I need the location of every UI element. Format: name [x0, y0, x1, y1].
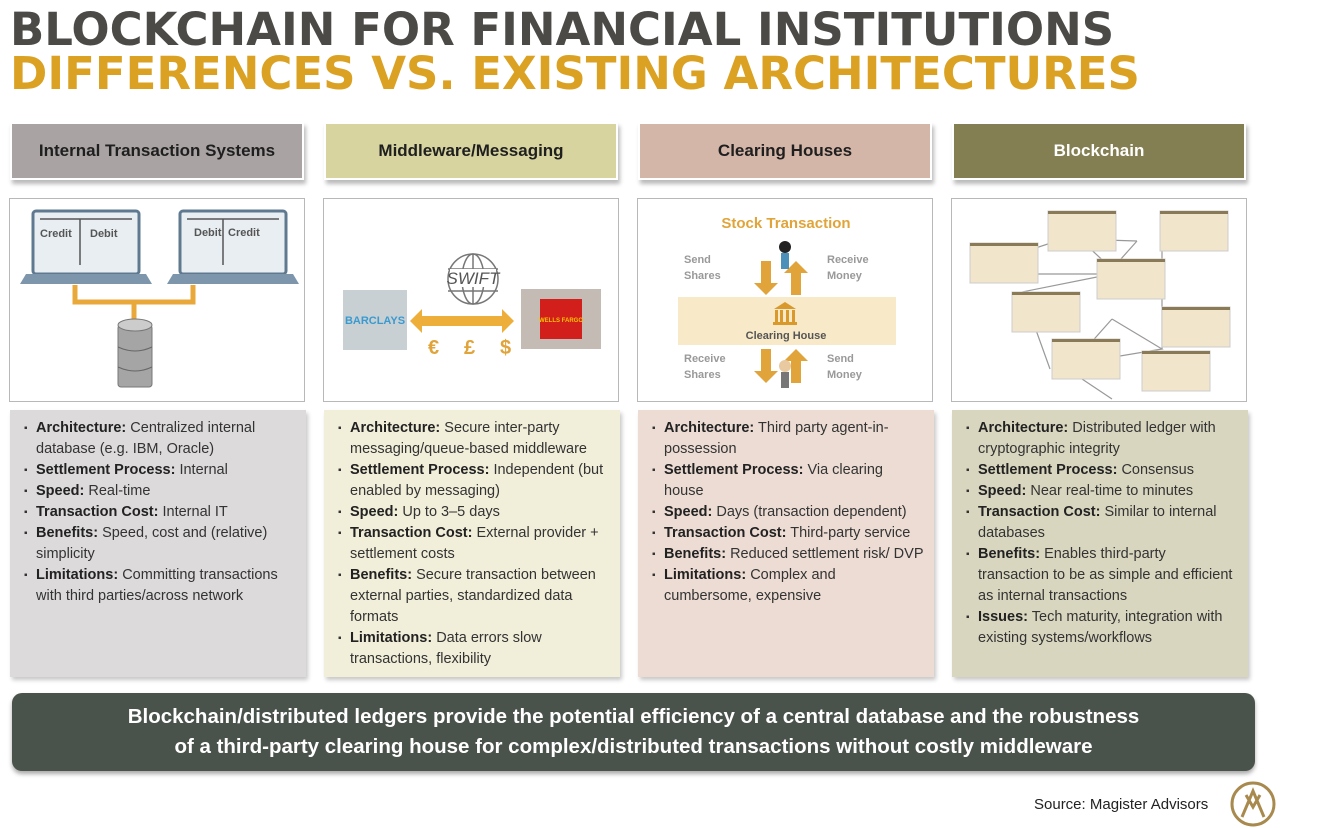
- credit-label: Credit: [40, 228, 72, 240]
- barclays-logo: [343, 290, 407, 350]
- detail-item: Benefits: Secure transaction between ext…: [338, 565, 612, 628]
- detail-item: Transaction Cost: Third-party service: [652, 523, 926, 544]
- pound-icon: £: [464, 337, 475, 359]
- svg-text:Receive: Receive: [827, 254, 869, 266]
- detail-item: Settlement Process: Internal: [24, 460, 298, 481]
- svg-text:Shares: Shares: [684, 369, 721, 381]
- detail-item: Issues: Tech maturity, integration with …: [966, 607, 1240, 649]
- svg-text:Receive: Receive: [684, 353, 726, 365]
- details-internal-systems: Architecture: Centralized internal datab…: [10, 410, 306, 677]
- detail-item: Speed: Real-time: [24, 481, 298, 502]
- detail-item: Limitations: Complex and cumbersome, exp…: [652, 565, 926, 607]
- detail-item: Architecture: Secure inter-party messagi…: [338, 418, 612, 460]
- summary-line-1: Blockchain/distributed ledgers provide t…: [127, 705, 1140, 728]
- header-internal-transaction-systems: Internal Transaction Systems: [10, 122, 304, 180]
- swift-label: SWIFT: [447, 269, 501, 288]
- detail-item: Transaction Cost: External provider + se…: [338, 523, 612, 565]
- detail-item: Limitations: Committing transactions wit…: [24, 565, 298, 607]
- person-icon: [779, 360, 791, 388]
- illustration-distributed-ledger: [951, 198, 1247, 402]
- detail-item: Benefits: Speed, cost and (relative) sim…: [24, 523, 298, 565]
- arrow-icons: [754, 261, 808, 383]
- detail-item: Speed: Days (transaction dependent): [652, 502, 926, 523]
- detail-item: Speed: Near real-time to minutes: [966, 481, 1240, 502]
- svg-text:Shares: Shares: [684, 270, 721, 282]
- source-credit: Source: Magister Advisors: [1034, 796, 1209, 813]
- detail-item: Architecture: Third party agent-in-posse…: [652, 418, 926, 460]
- detail-item: Architecture: Centralized internal datab…: [24, 418, 298, 460]
- detail-item: Benefits: Reduced settlement risk/ DVP: [652, 544, 926, 565]
- title-line-1: BLOCKCHAIN FOR FINANCIAL INSTITUTIONS: [10, 3, 1115, 56]
- detail-item: Transaction Cost: Internal IT: [24, 502, 298, 523]
- svg-text:BARCLAYS: BARCLAYS: [345, 315, 405, 327]
- debit-label: Debit: [90, 228, 118, 240]
- title-line-2: DIFFERENCES VS. EXISTING ARCHITECTURES: [10, 47, 1140, 100]
- detail-item: Limitations: Data errors slow transactio…: [338, 628, 612, 670]
- detail-item: Settlement Process: Consensus: [966, 460, 1240, 481]
- header-middleware-messaging: Middleware/Messaging: [324, 122, 618, 180]
- svg-text:Money: Money: [827, 270, 863, 282]
- header-clearing-houses: Clearing Houses: [638, 122, 932, 180]
- person-icon: [779, 241, 791, 269]
- header-blockchain: Blockchain: [952, 122, 1246, 180]
- detail-item: Architecture: Distributed ledger with cr…: [966, 418, 1240, 460]
- laptops-database-icon: Credit Debit Debit Credit: [20, 209, 299, 388]
- bank-building-icon: [773, 302, 797, 325]
- detail-item: Settlement Process: Via clearing house: [652, 460, 926, 502]
- dollar-icon: $: [500, 337, 511, 359]
- euro-icon: €: [428, 337, 439, 359]
- clearing-house-label: Clearing House: [746, 330, 827, 342]
- svg-text:Money: Money: [827, 369, 863, 381]
- stock-transaction-title: Stock Transaction: [721, 215, 850, 232]
- summary-line-2: of a third-party clearing house for comp…: [174, 735, 1093, 758]
- detail-item: Transaction Cost: Similar to internal da…: [966, 502, 1240, 544]
- credit-label: Credit: [228, 227, 260, 239]
- detail-item: Benefits: Enables third-party transactio…: [966, 544, 1240, 607]
- detail-item: Speed: Up to 3–5 days: [338, 502, 612, 523]
- illustration-middleware: SWIFT BARCLAYS WELLS FARGO € £ $: [323, 198, 619, 402]
- magister-advisors-logo: [1230, 781, 1276, 827]
- svg-text:WELLS FARGO: WELLS FARGO: [539, 318, 583, 324]
- illustration-internal-systems: Credit Debit Debit Credit: [9, 198, 305, 402]
- distributed-ledger-network-icon: [969, 210, 1231, 400]
- svg-text:Send: Send: [684, 254, 711, 266]
- details-clearing-houses: Architecture: Third party agent-in-posse…: [638, 410, 934, 677]
- double-arrow-icon: [410, 309, 514, 333]
- svg-text:Send: Send: [827, 353, 854, 365]
- details-blockchain: Architecture: Distributed ledger with cr…: [952, 410, 1248, 677]
- detail-item: Settlement Process: Independent (but ena…: [338, 460, 612, 502]
- debit-label: Debit: [194, 227, 222, 239]
- summary-banner: Blockchain/distributed ledgers provide t…: [12, 693, 1255, 771]
- details-middleware: Architecture: Secure inter-party messagi…: [324, 410, 620, 677]
